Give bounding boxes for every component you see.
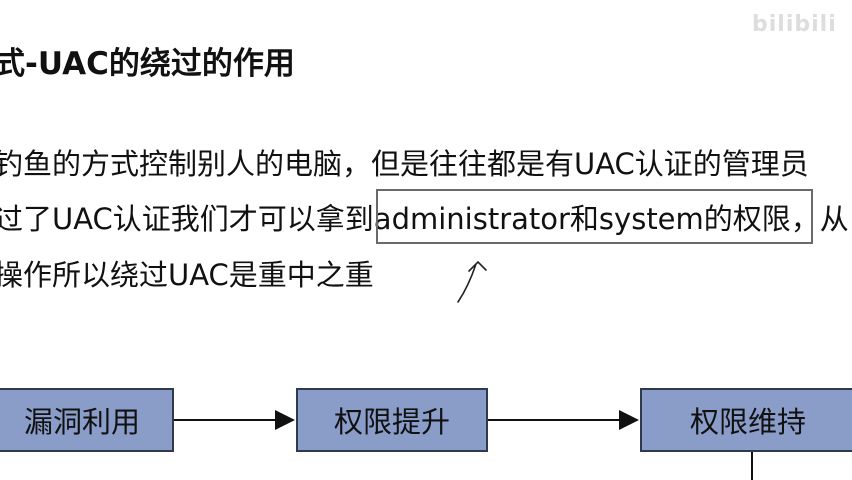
- body-text-line-1: 钓鱼的方式控制别人的电脑，但是往往都是有UAC认证的管理员: [0, 147, 809, 181]
- highlight-box: [376, 189, 813, 244]
- flow-step-vuln-exploit: 漏洞利用: [0, 388, 174, 452]
- flow-step-persistence: 权限维持: [640, 388, 852, 452]
- slide-title: 式-UAC的绕过的作用: [0, 46, 295, 82]
- flow-step-privilege-escalation: 权限提升: [296, 388, 488, 452]
- body-text-line-3: 操作所以绕过UAC是重中之重: [0, 258, 374, 292]
- handwritten-arrow-annotation: [457, 260, 487, 303]
- body-text-line-2: 过了UAC认证我们才可以拿到administrator和system的权限，从: [0, 202, 849, 236]
- watermark-logo: bilibili: [752, 12, 837, 37]
